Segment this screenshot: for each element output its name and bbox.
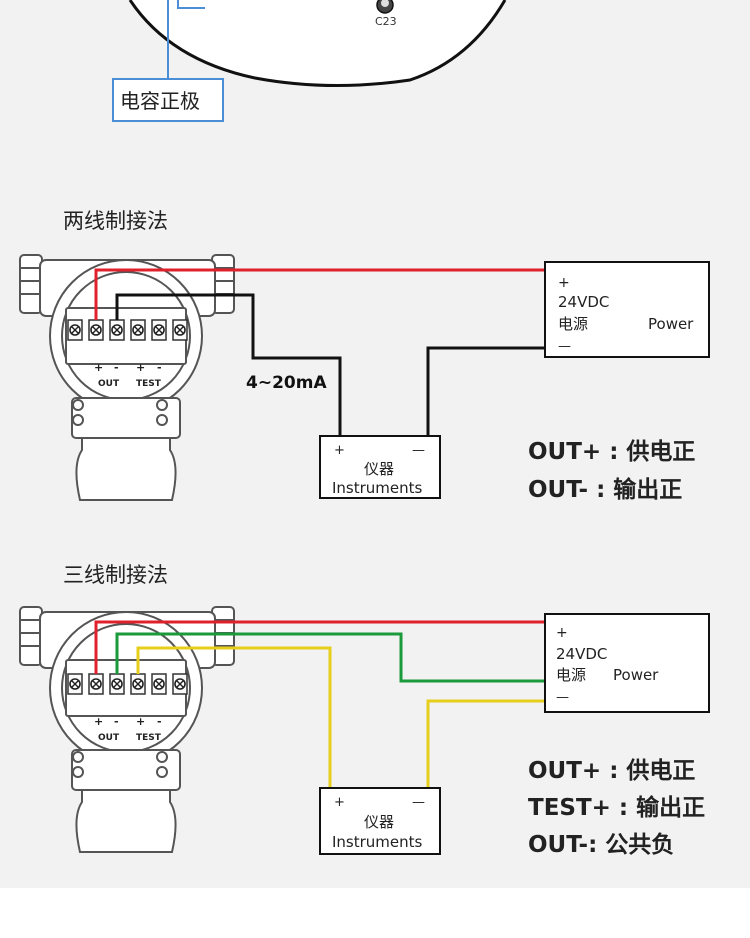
terminal-1 [67, 319, 83, 341]
c23-label: C23 [375, 15, 397, 28]
terminal-plus-label: + [94, 361, 103, 374]
current-label: 4~20mA [246, 373, 327, 393]
wire-yellow-return [426, 699, 545, 788]
terminal-5 [151, 673, 167, 695]
terminal-minus-label: - [114, 361, 119, 374]
wire-green-common [115, 632, 545, 683]
three-wire-legend-3: OUT-: 公共负 [528, 832, 674, 858]
power-cn: 电源 [558, 315, 588, 333]
left-cable-gland [19, 606, 43, 666]
three-wire-legend-1: OUT+ : 供电正 [528, 757, 695, 784]
instrument-plus: + [334, 443, 345, 458]
top-section: C23 电容正极 [112, 0, 507, 122]
power-plus: + [558, 275, 570, 291]
housing-stem [75, 437, 177, 501]
instrument-en: Instruments [332, 833, 423, 851]
power-en: Power [613, 666, 659, 684]
terminal-4 [130, 319, 146, 341]
three-wire-legend-2: TEST+ : 输出正 [528, 794, 705, 821]
terminal-test-minus-label: - [157, 715, 162, 728]
terminal-block [65, 659, 187, 717]
three-wire-title: 三线制接法 [63, 563, 168, 587]
callout-leader [177, 0, 205, 9]
three-wire-transmitter [19, 606, 235, 853]
two-wire-section: 两线制接法 [19, 209, 710, 503]
three-wire-section: 三线制接法 + [19, 563, 710, 858]
two-wire-legend-2: OUT- : 输出正 [528, 476, 682, 503]
instrument-en: Instruments [332, 479, 423, 497]
terminal-3 [109, 673, 125, 695]
terminal-block [65, 307, 187, 365]
callout-box [112, 78, 224, 122]
terminal-5 [151, 319, 167, 341]
terminal-plus-label: + [94, 715, 103, 728]
terminal-4 [130, 673, 146, 695]
three-wire-instrument-box [319, 787, 441, 855]
left-cable-gland [19, 254, 43, 314]
power-voltage: 24VDC [556, 645, 607, 663]
terminal-test-label: TEST [136, 733, 162, 743]
two-wire-legend-1: OUT+ : 供电正 [528, 438, 695, 465]
wire-red-supply [94, 620, 545, 674]
housing-stem [75, 789, 177, 853]
power-voltage: 24VDC [558, 293, 609, 311]
power-minus: — [556, 690, 569, 705]
instrument-cn: 仪器 [364, 813, 394, 831]
terminal-out-label: OUT [98, 733, 120, 743]
capacitor-c23-highlight [381, 0, 389, 7]
terminal-test-plus-label: + [136, 361, 145, 374]
sensor-circle-outline [128, 0, 507, 88]
two-wire-power-box [544, 261, 710, 358]
power-minus: — [558, 339, 571, 354]
wire-yellow-output [136, 646, 332, 788]
instrument-plus: + [334, 795, 345, 810]
terminal-test-minus-label: - [157, 361, 162, 374]
three-wire-terminals: + - + - OUT TEST [67, 673, 188, 743]
terminal-out-label: OUT [98, 379, 120, 389]
power-plus: + [556, 625, 568, 641]
terminal-6 [172, 673, 188, 695]
wire-black-output [115, 293, 342, 436]
wire-red-supply [94, 268, 545, 320]
terminal-test-label: TEST [136, 379, 162, 389]
terminal-2 [88, 319, 104, 341]
terminal-1 [67, 673, 83, 695]
two-wire-terminals: + - + - OUT TEST [67, 319, 188, 389]
terminal-6 [172, 319, 188, 341]
instrument-cn: 仪器 [364, 460, 394, 478]
two-wire-instrument-box [319, 435, 441, 499]
instrument-minus: — [412, 795, 425, 810]
power-en: Power [648, 315, 694, 333]
instrument-minus: — [412, 443, 425, 458]
callout-label: 电容正极 [120, 89, 200, 113]
terminal-test-plus-label: + [136, 715, 145, 728]
power-cn: 电源 [556, 666, 586, 684]
terminal-2 [88, 673, 104, 695]
two-wire-title: 两线制接法 [63, 209, 168, 233]
wire-black-return [426, 346, 545, 436]
terminal-minus-label: - [114, 715, 119, 728]
terminal-3 [109, 319, 125, 341]
three-wire-power-box [544, 613, 710, 713]
